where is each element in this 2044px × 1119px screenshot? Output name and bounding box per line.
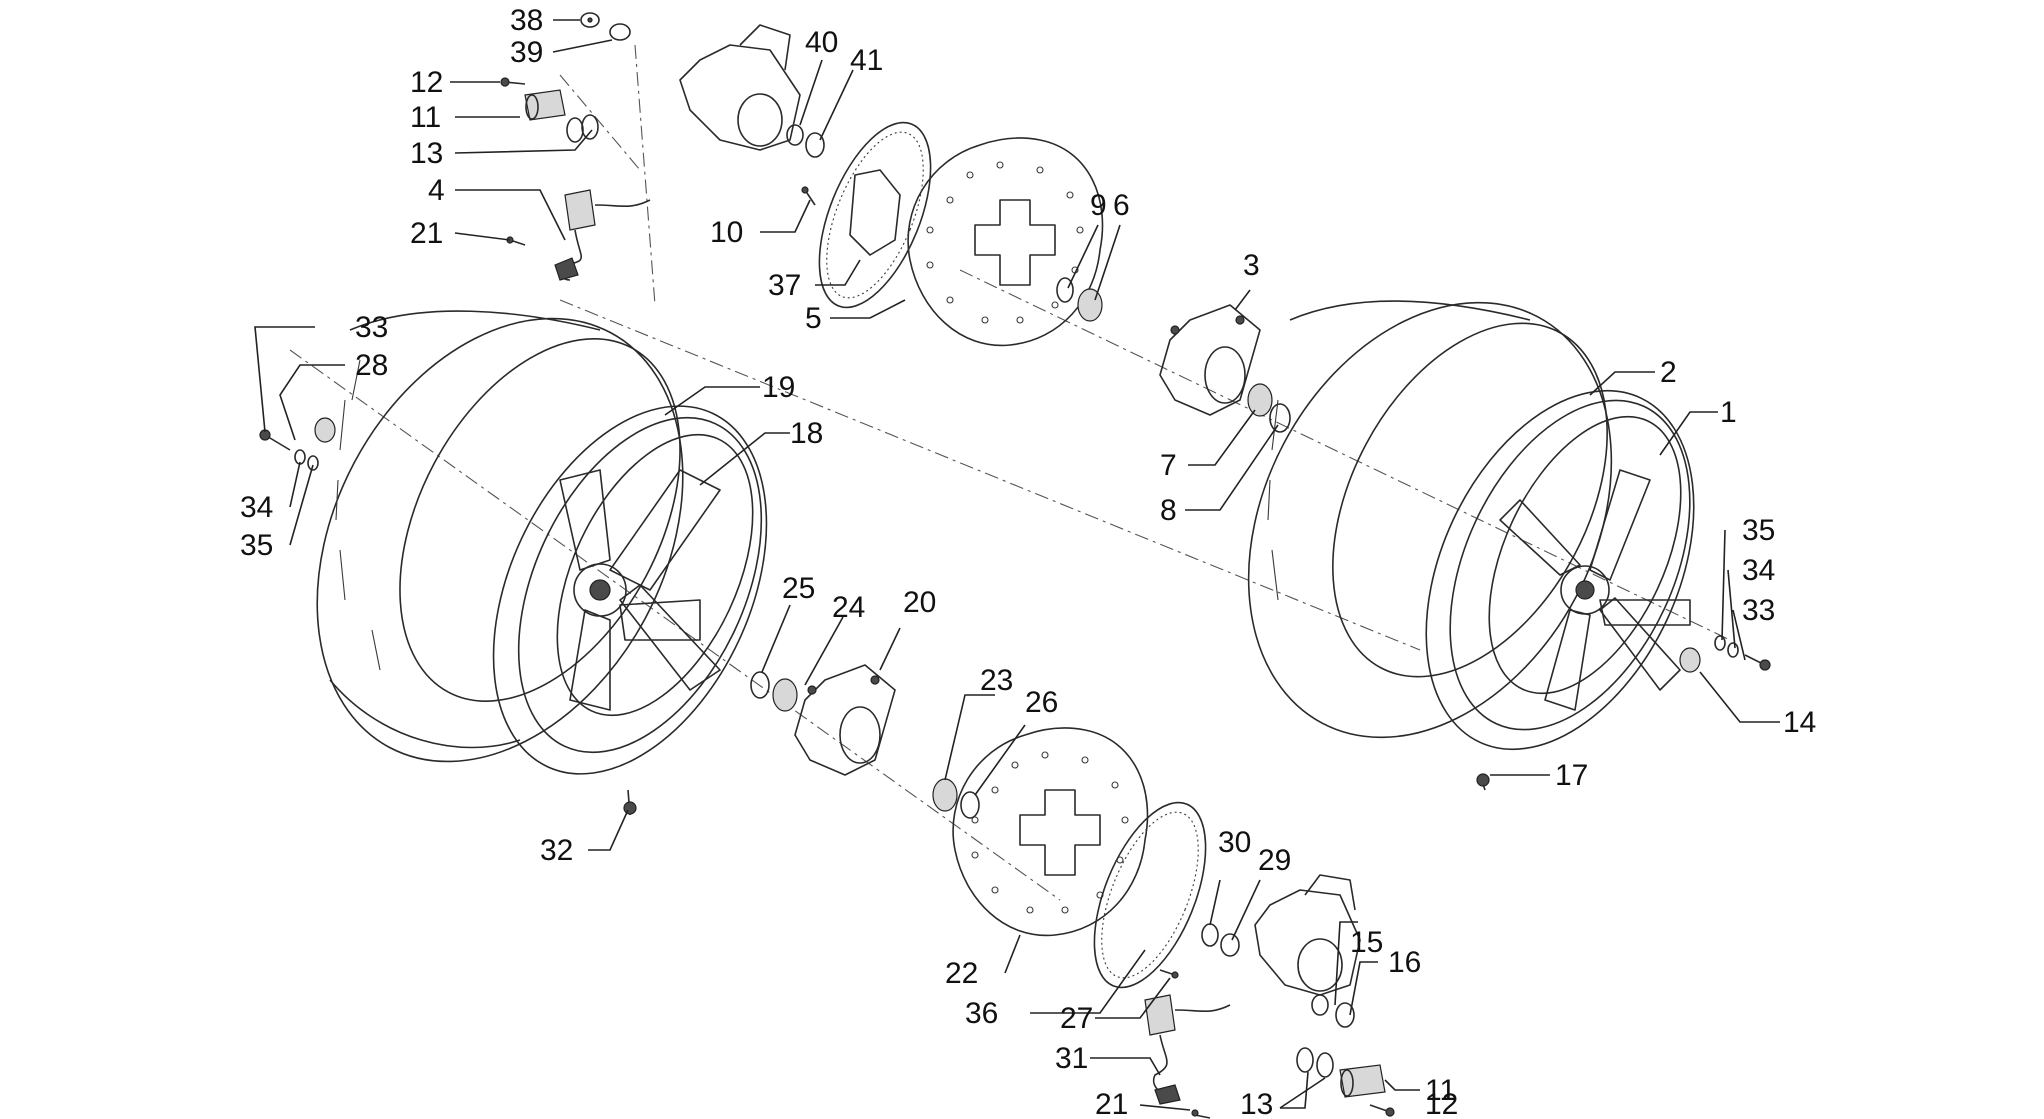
right-tire [1247, 300, 1613, 739]
assembly-axes [289, 44, 1731, 901]
brake-caliper-lower [1254, 874, 1361, 996]
callout-21: 21 [410, 217, 443, 250]
callout-18: 18 [790, 417, 823, 450]
callout-1: 1 [1720, 396, 1737, 429]
callout-7: 7 [1160, 449, 1177, 482]
callout-9: 9 [1090, 189, 1107, 222]
callout-39: 39 [510, 36, 543, 69]
callout-26: 26 [1025, 686, 1058, 719]
wheel-hub-upper [1159, 304, 1261, 416]
callout-31: 31 [1055, 1042, 1088, 1075]
callout-2: 2 [1660, 356, 1677, 389]
callout-32: 32 [540, 834, 573, 867]
disc-holes-upper [926, 161, 1084, 324]
callout-12-lower: 12 [1425, 1088, 1458, 1119]
callout-13-lower: 13 [1240, 1088, 1273, 1119]
abs-sensor-lower [1144, 994, 1231, 1105]
callout-13: 13 [410, 137, 443, 170]
callout-15: 15 [1350, 926, 1383, 959]
callout-17: 17 [1555, 759, 1588, 792]
callout-34-right: 34 [1742, 554, 1775, 587]
callout-4: 4 [428, 174, 445, 207]
left-tire [316, 310, 684, 763]
callout-24: 24 [832, 591, 865, 624]
left-wheel-rim [492, 405, 768, 775]
callout-5: 5 [805, 302, 822, 335]
callout-40: 40 [805, 26, 838, 59]
callout-3: 3 [1243, 249, 1260, 282]
callout-labels: 1 2 3 4 5 6 7 8 9 10 11 12 13 14 15 16 1… [240, 4, 1816, 1119]
small-parts [259, 12, 1771, 1119]
callout-12: 12 [410, 66, 443, 99]
leader-lines [254, 19, 1780, 1111]
callout-10: 10 [710, 216, 743, 249]
callout-22: 22 [945, 957, 978, 990]
callout-35-right: 35 [1742, 514, 1775, 547]
callout-41: 41 [850, 44, 883, 77]
callout-21-lower: 21 [1095, 1088, 1128, 1119]
callout-20: 20 [903, 586, 936, 619]
callout-8: 8 [1160, 494, 1177, 527]
callout-14: 14 [1783, 706, 1816, 739]
abs-sensor-upper [554, 189, 651, 281]
callout-35: 35 [240, 529, 273, 562]
callout-30: 30 [1218, 826, 1251, 859]
callout-27: 27 [1060, 1002, 1093, 1035]
callout-29: 29 [1258, 844, 1291, 877]
callout-34: 34 [240, 491, 273, 524]
callout-6: 6 [1113, 189, 1130, 222]
callout-37: 37 [768, 269, 801, 302]
abs-tone-ring-lower [1093, 801, 1207, 989]
brake-disc-upper [907, 137, 1104, 347]
right-wheel-rim [1425, 389, 1695, 751]
wheel-hub-lower [794, 664, 896, 776]
callout-33: 33 [355, 311, 388, 344]
brake-caliper-upper [679, 24, 801, 151]
callout-25: 25 [782, 572, 815, 605]
disc-holes-lower [971, 751, 1129, 914]
abs-tone-ring-upper [818, 121, 932, 309]
callout-28: 28 [355, 349, 388, 382]
callout-23: 23 [980, 664, 1013, 697]
callout-38: 38 [510, 4, 543, 37]
callout-16: 16 [1388, 946, 1421, 979]
callout-36: 36 [965, 997, 998, 1030]
brake-disc-lower [952, 727, 1149, 937]
callout-11-lower: 11 [1425, 1074, 1456, 1107]
callout-11: 11 [410, 101, 441, 134]
callout-33-right: 33 [1742, 594, 1775, 627]
callout-19: 19 [762, 371, 795, 404]
